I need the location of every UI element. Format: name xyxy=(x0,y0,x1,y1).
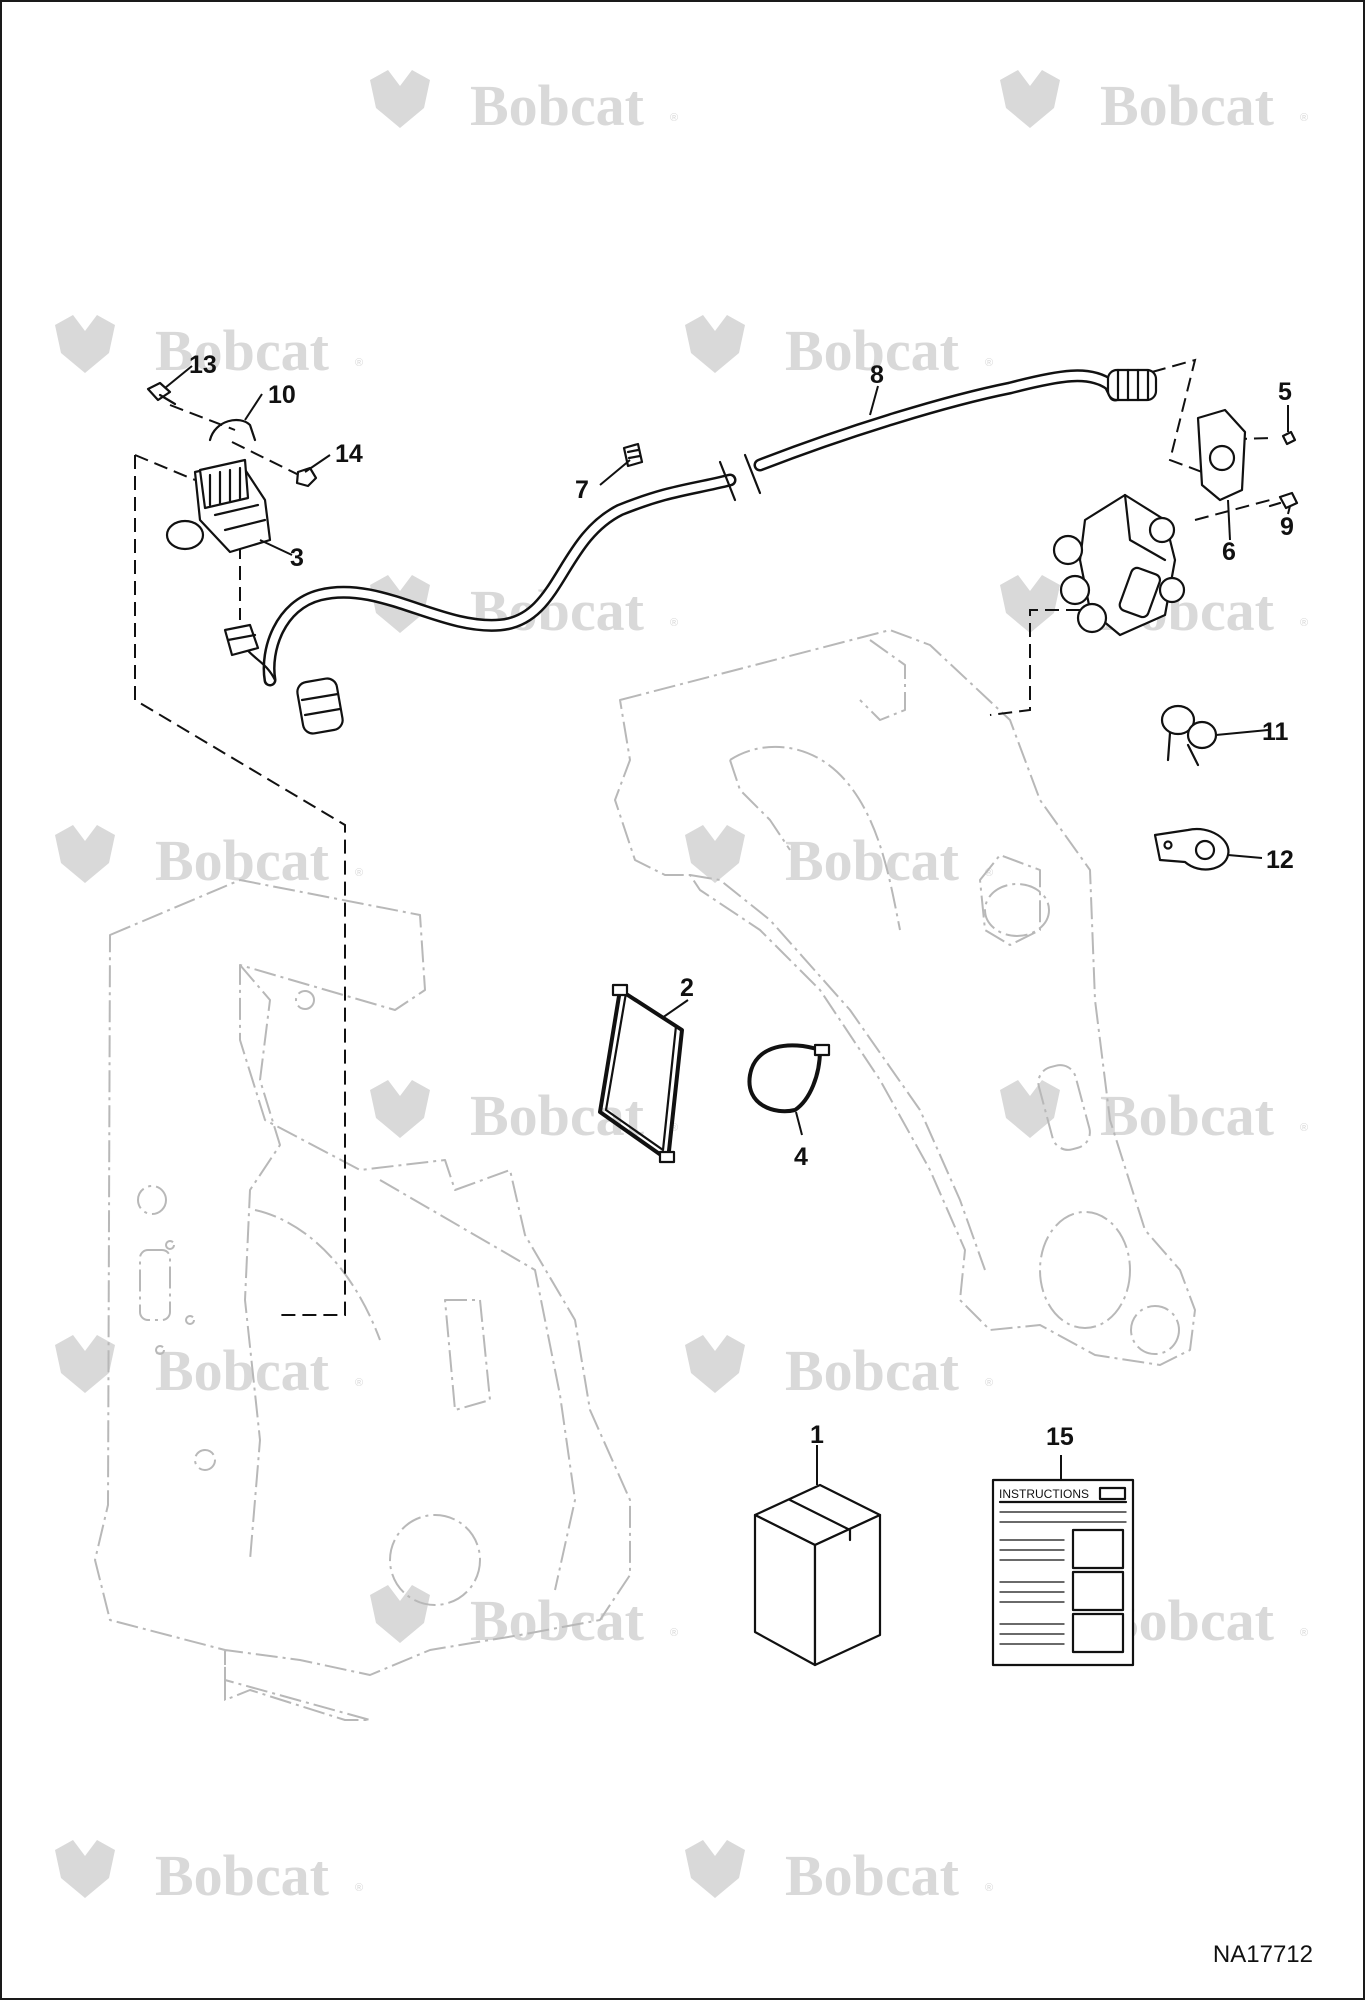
controller-module-part-3 xyxy=(165,458,272,554)
watermark-text: Bobcat xyxy=(785,1338,960,1403)
callout-6: 6 xyxy=(1222,538,1236,566)
callout-3: 3 xyxy=(290,544,304,572)
registered-mark: ® xyxy=(670,1627,678,1639)
callout-11: 11 xyxy=(1262,718,1289,746)
bobcat-watermark: Bobcat ® xyxy=(685,1840,993,1908)
callout-numbers: 13 10 14 3 7 8 5 6 9 11 12 2 4 1 15 xyxy=(189,351,1294,1451)
watermark-text: Bobcat xyxy=(155,1338,330,1403)
bobcat-watermark: Bobcat ® xyxy=(1000,1080,1308,1148)
registered-mark: ® xyxy=(355,867,363,879)
round-seal-part-4 xyxy=(747,1043,831,1114)
watermark-text: Bobcat xyxy=(1100,1083,1275,1148)
bracket-part-10 xyxy=(208,418,257,442)
registered-mark: ® xyxy=(355,1882,363,1894)
bobcat-logo-icon xyxy=(1000,70,1060,128)
watermark-text: Bobcat xyxy=(785,318,960,383)
machine-frame-ghost xyxy=(94,879,631,1721)
callout-15: 15 xyxy=(1046,1423,1074,1451)
watermark-text: Bobcat xyxy=(155,1843,330,1908)
bobcat-watermark: Bobcat ® xyxy=(370,70,678,138)
bobcat-watermark: Bobcat ® xyxy=(685,315,993,383)
callout-4: 4 xyxy=(794,1143,808,1171)
bobcat-logo-icon xyxy=(1000,575,1060,633)
registered-mark: ® xyxy=(985,1377,993,1389)
callout-1: 1 xyxy=(810,1421,824,1449)
callout-2: 2 xyxy=(680,974,694,1002)
bobcat-watermark: Bobcat ® xyxy=(55,825,363,893)
bobcat-watermark: Bobcat ® xyxy=(685,825,993,893)
registered-mark: ® xyxy=(1300,112,1308,124)
bobcat-watermark: Bobcat ® xyxy=(370,1080,678,1148)
bobcat-watermark: Bobcat ® xyxy=(370,1585,678,1653)
registered-mark: ® xyxy=(670,1122,678,1134)
bobcat-logo-icon xyxy=(685,1840,745,1898)
callout-5: 5 xyxy=(1278,378,1292,406)
bobcat-watermark: Bobcat ® xyxy=(685,1335,993,1403)
callout-13: 13 xyxy=(189,351,217,379)
bobcat-watermark: Bobcat ® xyxy=(55,1335,363,1403)
registered-mark: ® xyxy=(985,357,993,369)
registered-mark: ® xyxy=(355,1377,363,1389)
drawing-number: NA17712 xyxy=(1213,1941,1313,1968)
registered-mark: ® xyxy=(985,867,993,879)
harness-connectors xyxy=(223,623,344,735)
box-part-1 xyxy=(753,1483,882,1667)
gasket-plate-part-6 xyxy=(1196,408,1247,502)
bolt-part-13 xyxy=(146,381,177,406)
registered-mark: ® xyxy=(355,357,363,369)
callout-7: 7 xyxy=(575,476,589,504)
lift-arm-ghost xyxy=(614,629,1196,1366)
watermark-text: Bobcat xyxy=(785,828,960,893)
bobcat-logo-icon xyxy=(370,1080,430,1138)
screw-part-5 xyxy=(1281,430,1297,446)
registered-mark: ® xyxy=(670,617,678,629)
bobcat-watermark: Bobcat ® xyxy=(55,1840,363,1908)
callout-10: 10 xyxy=(268,381,296,409)
callout-8: 8 xyxy=(870,361,884,389)
instructions-sheet-part-15: INSTRUCTIONS xyxy=(991,1478,1135,1667)
bobcat-logo-icon xyxy=(55,315,115,373)
registered-mark: ® xyxy=(670,112,678,124)
nut-part-14 xyxy=(295,466,318,488)
watermark-text: Bobcat xyxy=(470,1588,645,1653)
registered-mark: ® xyxy=(985,1882,993,1894)
watermark-text: Bobcat xyxy=(470,1083,645,1148)
callout-14: 14 xyxy=(335,440,363,468)
bobcat-logo-icon xyxy=(685,825,745,883)
bobcat-logo-icon xyxy=(55,1840,115,1898)
instructions-heading: INSTRUCTIONS xyxy=(999,1487,1089,1501)
bobcat-logo-icon xyxy=(685,315,745,373)
mounting-bracket-part-12 xyxy=(1153,827,1230,871)
watermark-text: Bobcat xyxy=(470,73,645,138)
bobcat-logo-icon xyxy=(370,1585,430,1643)
watermark-text: Bobcat xyxy=(785,1843,960,1908)
registered-mark: ® xyxy=(1300,1122,1308,1134)
bobcat-logo-icon xyxy=(685,1335,745,1393)
rectangular-seal-part-2 xyxy=(598,983,684,1164)
connector-block-assembly xyxy=(1052,493,1186,637)
watermark-text: Bobcat xyxy=(1100,73,1275,138)
bobcat-watermark: Bobcat ® xyxy=(1000,70,1308,138)
bobcat-logo-icon xyxy=(1000,1080,1060,1138)
bobcat-logo-icon xyxy=(55,1335,115,1393)
bolt-part-9 xyxy=(1268,491,1299,510)
watermark-text: Bobcat xyxy=(155,828,330,893)
registered-mark: ® xyxy=(1300,617,1308,629)
bobcat-logo-icon xyxy=(55,825,115,883)
callout-12: 12 xyxy=(1266,846,1294,874)
watermark-text: Bobcat xyxy=(155,318,330,383)
registered-mark: ® xyxy=(1300,1627,1308,1639)
wire-clamp-part-11 xyxy=(1160,704,1218,767)
callout-leaders xyxy=(164,365,1291,1485)
installation-paths xyxy=(134,358,1271,1316)
callout-9: 9 xyxy=(1280,513,1294,541)
bobcat-logo-icon xyxy=(370,70,430,128)
wire-harness-part-8 xyxy=(238,368,1158,687)
